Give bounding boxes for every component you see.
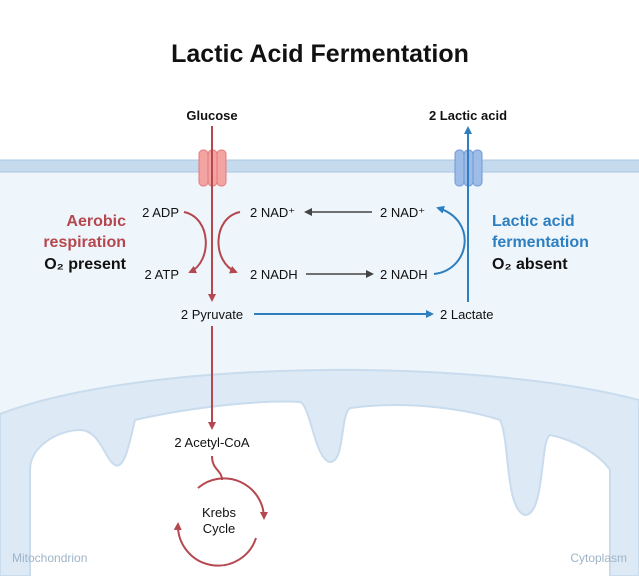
nadh-left-label: 2 NADH [250, 267, 298, 282]
aerobic-title-line2: respiration [43, 234, 126, 251]
diagram-title: Lactic Acid Fermentation [171, 40, 469, 68]
krebs-label-line1: Krebs [202, 505, 236, 520]
krebs-label-line2: Cycle [203, 521, 236, 536]
mitochondrion-label: Mitochondrion [12, 551, 87, 565]
fermentation-condition: O₂ absent [492, 256, 568, 273]
glucose-transporter-icon [198, 149, 227, 187]
krebs-cycle-icon [173, 477, 268, 567]
nad-plus-left-label: 2 NAD⁺ [250, 205, 295, 220]
pyruvate-label: 2 Pyruvate [181, 307, 243, 322]
atp-label: 2 ATP [145, 267, 179, 282]
adp-label: 2 ADP [142, 205, 179, 220]
cytoplasm-label: Cytoplasm [570, 551, 627, 565]
aerobic-title-line1: Aerobic [66, 213, 126, 230]
nad-plus-right-label: 2 NAD⁺ [380, 205, 425, 220]
aerobic-condition: O₂ present [44, 256, 126, 273]
adp-to-atp-arrow [183, 211, 207, 274]
nadh-to-nad-arrow [433, 205, 466, 275]
acetyl-to-krebs-connector [211, 455, 223, 481]
nadh-right-label: 2 NADH [380, 267, 428, 282]
fermentation-title-line2: fermentation [492, 234, 589, 251]
cell-membrane [0, 159, 639, 173]
acetyl-coa-label: 2 Acetyl-CoA [174, 435, 249, 450]
lactate-transporter-icon [454, 149, 483, 187]
fermentation-title-line1: Lactic acid [492, 213, 575, 230]
lactic-acid-output-label: 2 Lactic acid [429, 108, 507, 123]
glucose-label: Glucose [186, 108, 237, 123]
nad-to-nadh-arrow [217, 211, 241, 274]
mitochondrion [0, 368, 639, 576]
lactate-label: 2 Lactate [440, 307, 494, 322]
